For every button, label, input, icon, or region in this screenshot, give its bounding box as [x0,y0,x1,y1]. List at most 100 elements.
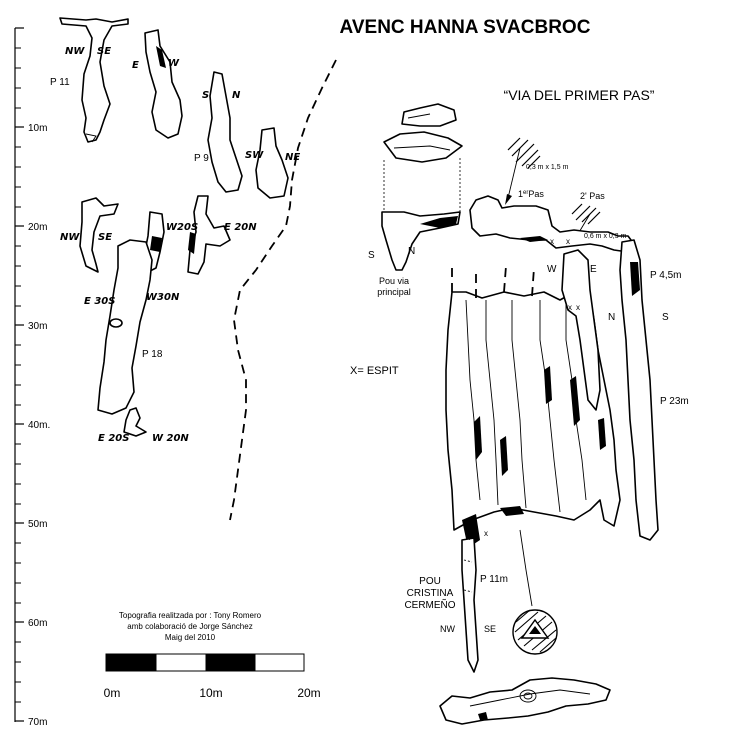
label-p11-se: SE [97,46,111,57]
label-first-pas: 1erPas [518,189,544,199]
label-s: S [662,312,669,323]
depth-minor-ticks [15,47,21,703]
label-p45: P 4,5m [650,270,682,281]
pou-plan-top [401,103,457,127]
upper-passage-rock [520,236,548,242]
label-e20n: E 20N [224,222,257,233]
section-subtitle: “VIA DEL PRIMER PAS” [504,87,655,103]
depth-tick-label: 20m [28,222,47,233]
label-p11m: P 11m [480,574,508,585]
scale-label: 10m [199,686,222,700]
depth-tick-label: 30m [28,321,47,332]
bottom-plan-rock [478,712,488,720]
credits-line-3: Maig del 2010 [165,633,216,642]
p9-shaft [207,71,243,193]
label-w20n: W 20N [152,433,189,444]
label-pou-line2: principal [377,287,411,297]
depth-tick-label: 60m [28,618,47,629]
p18-shaft [97,239,153,415]
label-p9-s: S [202,90,209,101]
p23-dashed-tops [451,262,535,298]
p45-rock [630,262,640,296]
pou-cristina-detail [463,559,473,593]
depth-tick-label: 50m [28,519,47,530]
label-p9-n: N [232,90,241,101]
label-p9-ne: NE [285,152,300,163]
depth-tick-label: 40m. [28,420,50,431]
label-p11: P 11 [50,77,70,88]
surface-profile-line [229,59,337,521]
label-p11-nw: NW [65,46,85,57]
depth-tick-label: 10m [28,123,47,134]
rock-hatch-1 [507,137,541,169]
pou-section-rock [420,216,458,228]
depth-tick-label: 70m [28,717,47,728]
p45-shaft [619,239,659,541]
svg-text:x: x [466,533,470,542]
credits: Topografia realitzada por : Tony Romero … [119,611,262,642]
label-pou-cristina-3: CERMEÑO [404,598,455,611]
scale-label: 20m [297,686,320,700]
label-p23: P 23m [660,396,689,407]
left-survey: NW SE E W S N SW NE NW SE W20S E 20N E 3… [50,17,300,444]
svg-text:x: x [566,237,570,246]
we-shaft [561,249,601,411]
pointer-arrow-1 [507,147,521,199]
p11-bottom-detail [85,133,97,143]
svg-text:x: x [576,303,580,312]
bottom-plan-gallery [439,677,611,725]
label-dim1: 0,3 m x 1,5 m [526,164,569,171]
pou-cristina-shaft [461,537,479,673]
scale-bar: 0m 10m 20m [104,653,321,700]
label-nw2: NW [60,232,80,243]
shaft-plan-symbol [512,609,558,655]
pointer-arrowhead-1 [505,194,512,205]
upper-passage [469,195,635,253]
credits-line-1: Topografia realitzada por : Tony Romero [119,611,262,620]
label-se: SE [484,624,496,634]
label-p9-sw: SW [245,150,264,161]
label-e: E [590,264,597,275]
label-w20s: W20S [166,222,198,233]
ew-shaft-rock [156,46,166,68]
svg-text:x: x [484,529,488,538]
label-pou-cristina-2: CRISTINA [407,588,454,599]
p23-shaft-body [445,289,621,531]
label-second-pas: 2' Pas [580,191,605,201]
label-e30s: E 30S [84,296,115,307]
label-dim2: 0,6 m x 0,3 m [584,233,627,240]
label-p18: P 18 [142,349,163,360]
pou-plan-detail [393,113,451,151]
depth-scale: 10m 20m 30m 40m. 50m 60m 70m [14,27,50,728]
p9-side-shaft [255,127,289,199]
pou-plan-mid [383,131,463,163]
p11-shaft [59,17,129,143]
label-e20s: E 20S [98,433,129,444]
label-w30n: W30N [146,292,180,303]
label-nw: NW [440,624,455,634]
label-w-top: W [168,58,180,69]
label-e-top: E [132,60,139,71]
w20s-rock [150,236,162,252]
label-espit-legend: X= ESPIT [350,365,399,377]
svg-text:x: x [568,303,572,312]
e20n-rock [188,232,196,254]
label-pou-s: S [368,250,375,261]
scale-label: 0m [104,686,121,700]
svg-text:x: x [550,237,554,246]
page-title: AVENC HANNA SVACBROC [340,17,591,38]
nw-se-shaft [79,197,119,273]
label-pou-cristina-1: POU [419,576,441,587]
label-p9: P 9 [194,153,209,164]
p18-bottom-chamber [123,407,147,437]
plan-connector-line [519,529,533,607]
ew-shaft [144,29,183,139]
label-n: N [608,312,615,323]
label-pou-n: N [408,246,415,257]
bottom-plan-rings [519,689,537,703]
label-se2: SE [98,232,112,243]
p18-ledge [109,318,123,328]
